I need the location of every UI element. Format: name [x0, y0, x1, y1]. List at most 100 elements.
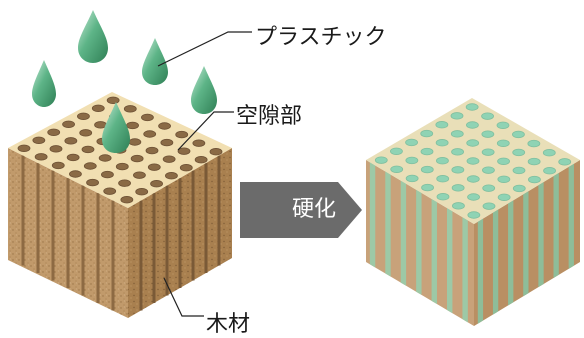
filled-hole: [420, 129, 434, 138]
cured-stripe: [492, 209, 499, 315]
label-plastic: プラスチック: [255, 25, 387, 50]
liquid-drop-icon: [32, 60, 56, 107]
wood-block-void-holes: [17, 96, 223, 204]
filled-hole: [450, 130, 464, 138]
cured-wood-plastic-block: [366, 98, 580, 326]
void-hole: [165, 172, 178, 180]
void-hole: [62, 120, 75, 128]
cured-stripe: [416, 189, 422, 295]
cured-stripe: [477, 218, 484, 324]
void-hole: [177, 147, 191, 155]
filled-hole: [512, 166, 526, 175]
liquid-drop-icon: [191, 66, 217, 114]
callout-line-wood: [163, 277, 204, 317]
cured-stripe: [538, 181, 544, 288]
cured-block-stripes: [369, 162, 574, 324]
void-hole: [150, 180, 163, 188]
cured-stripe: [508, 200, 514, 306]
void-hole: [17, 144, 31, 152]
liquid-drop-icon: [102, 102, 130, 153]
cured-block-filled-holes: [374, 103, 572, 219]
filled-hole: [467, 193, 480, 201]
filled-hole: [405, 174, 419, 183]
cured-stripe: [385, 171, 391, 277]
void-hole: [133, 171, 146, 179]
liquid-drop-group: [32, 10, 217, 153]
cured-stripe: [431, 198, 437, 305]
filled-hole: [451, 166, 465, 174]
void-hole: [143, 130, 157, 138]
filled-hole: [420, 147, 434, 156]
void-hole: [66, 153, 80, 162]
void-hole: [115, 162, 129, 171]
filled-hole: [558, 158, 572, 166]
filled-hole: [436, 175, 450, 183]
filled-hole: [405, 156, 419, 165]
filled-hole: [421, 183, 434, 192]
void-hole: [47, 128, 61, 136]
filled-hole: [466, 121, 479, 129]
void-hole: [49, 145, 63, 153]
filled-hole: [543, 167, 556, 175]
filled-hole: [497, 175, 511, 183]
void-hole: [77, 112, 90, 120]
filled-hole: [436, 157, 449, 165]
void-hole: [106, 96, 120, 104]
void-hole: [192, 139, 206, 147]
void-hole: [135, 188, 149, 196]
filled-hole: [482, 202, 496, 210]
filled-hole: [527, 139, 541, 148]
cured-stripe: [553, 172, 559, 278]
filled-hole: [482, 166, 495, 174]
void-hole: [160, 138, 174, 147]
filled-hole: [405, 138, 418, 147]
void-hole: [34, 153, 48, 161]
void-hole: [83, 162, 97, 170]
filled-hole: [451, 148, 464, 156]
void-hole: [103, 187, 117, 195]
void-hole: [194, 156, 208, 164]
void-hole: [118, 179, 131, 187]
filled-hole: [390, 147, 403, 155]
void-hole: [101, 170, 114, 179]
filled-hole: [390, 165, 404, 173]
void-hole: [123, 105, 137, 113]
void-hole: [81, 145, 95, 154]
cured-stripe: [400, 180, 407, 286]
void-hole: [179, 164, 193, 172]
filled-hole: [482, 184, 496, 192]
filled-hole: [467, 211, 481, 219]
void-hole: [51, 161, 65, 170]
void-hole: [158, 122, 171, 130]
filled-hole: [420, 165, 434, 174]
void-hole: [130, 154, 144, 163]
void-hole: [141, 113, 154, 122]
void-hole: [145, 146, 159, 155]
filled-hole: [512, 148, 526, 157]
filled-hole: [436, 193, 450, 201]
filled-hole: [496, 121, 510, 129]
filled-hole: [435, 139, 449, 147]
void-hole: [86, 178, 99, 187]
liquid-drop-icon: [78, 10, 108, 63]
filled-hole: [527, 157, 541, 166]
void-hole: [91, 104, 105, 112]
filled-hole: [435, 121, 449, 129]
cured-stripe: [447, 208, 453, 314]
right-arrow-icon: [240, 182, 362, 238]
void-hole: [126, 121, 139, 130]
filled-hole: [374, 156, 388, 164]
cured-stripe: [568, 163, 574, 269]
cured-stripe: [462, 217, 468, 323]
cured-stripe: [523, 191, 529, 297]
filled-hole: [512, 184, 526, 193]
filled-hole: [497, 157, 510, 165]
filled-hole: [466, 175, 480, 183]
callout-line-plastic: [157, 31, 252, 67]
arrow-label-cure: 硬化: [291, 197, 336, 222]
void-hole: [79, 129, 93, 137]
diagram-canvas: [8, 10, 580, 326]
void-hole: [147, 163, 161, 171]
label-wood: 木材: [206, 312, 251, 337]
filled-hole: [497, 193, 511, 201]
